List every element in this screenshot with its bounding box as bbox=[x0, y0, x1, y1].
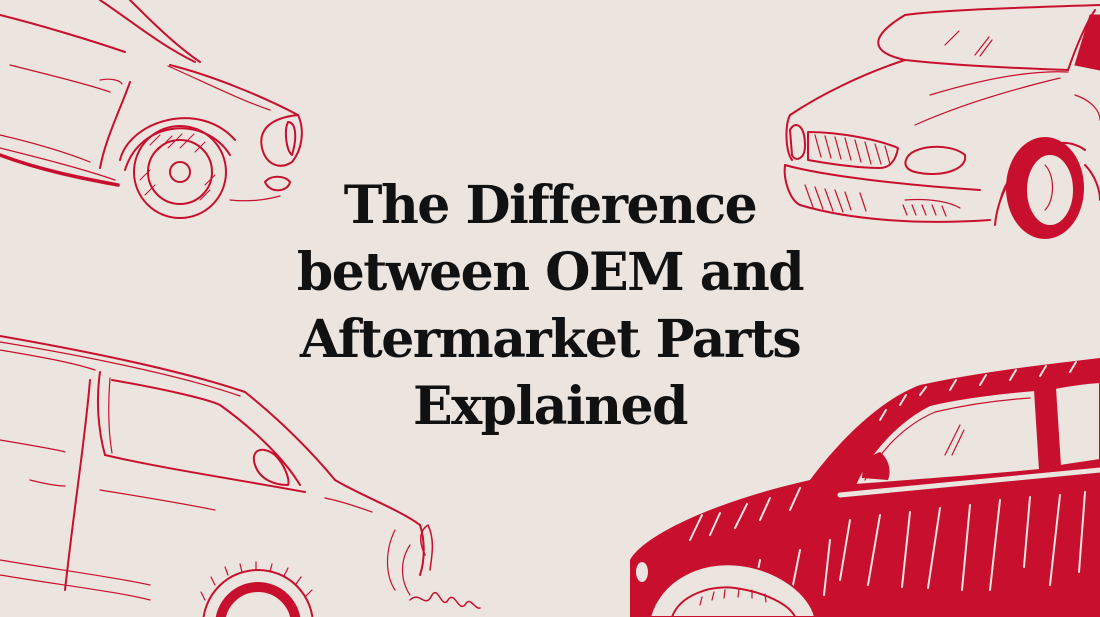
car-sketch-top-left bbox=[0, 0, 303, 219]
car-sketch-top-right bbox=[783, 4, 1100, 239]
headline: The Difference between OEM and Aftermark… bbox=[0, 172, 1100, 440]
car-sketch-bottom-right bbox=[630, 358, 1100, 617]
headline-line-2: between OEM and bbox=[296, 242, 805, 303]
headline-line-1: The Difference bbox=[343, 175, 758, 236]
headline-line-4: Explained bbox=[413, 376, 688, 437]
car-sketch-bottom-left bbox=[0, 335, 481, 617]
headline-line-3: Aftermarket Parts bbox=[299, 309, 802, 370]
